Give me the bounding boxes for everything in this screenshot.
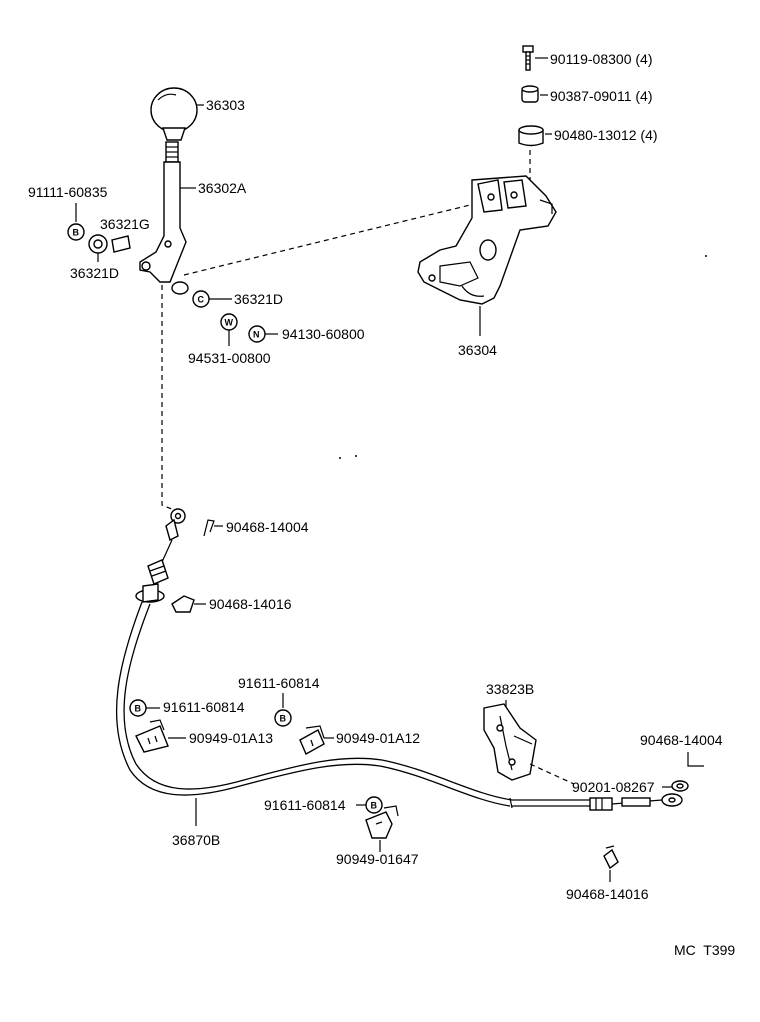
bolt-90119 xyxy=(522,45,534,71)
label-91111-60835: 91111-60835 xyxy=(28,184,108,200)
label-90468-14004-top: 90468-14004 xyxy=(226,519,309,535)
bolt-symbol-icon: B xyxy=(67,223,85,241)
svg-text:B: B xyxy=(280,714,287,724)
bolt-symbol-icon: B xyxy=(274,709,292,727)
label-36321D-left: 36321D xyxy=(70,265,119,281)
bushing-part-left xyxy=(88,234,108,254)
label-91611-60814-bottom: 91611-60814 xyxy=(264,797,346,813)
label-90949-01647: 90949-01647 xyxy=(336,851,419,867)
bolt-symbol-icon: B xyxy=(365,796,383,814)
washer-90201 xyxy=(671,780,689,792)
label-36321G: 36321G xyxy=(100,216,150,232)
cushion-90480 xyxy=(518,125,544,147)
label-36302A: 36302A xyxy=(198,180,247,196)
shift-knob xyxy=(150,87,198,141)
svg-text:B: B xyxy=(73,228,80,238)
shift-bracket xyxy=(417,175,557,305)
cable-upper-end xyxy=(135,508,186,603)
label-36321D-right: 36321D xyxy=(234,291,283,307)
label-33823B: 33823B xyxy=(486,681,534,697)
label-90949-01A12: 90949-01A12 xyxy=(336,730,420,746)
label-36303: 36303 xyxy=(206,97,245,113)
label-36870B: 36870B xyxy=(172,832,220,848)
clip-90468-14016-bottom xyxy=(603,845,619,870)
label-90201-08267: 90201-08267 xyxy=(572,779,655,795)
svg-text:B: B xyxy=(135,704,142,714)
svg-text:B: B xyxy=(371,801,378,811)
label-90387-09011: 90387-09011 (4) xyxy=(550,88,652,104)
cable-lower-end xyxy=(589,793,683,811)
pin-part xyxy=(111,235,131,253)
label-91611-60814-top: 91611-60814 xyxy=(238,675,320,691)
svg-text:C: C xyxy=(198,295,205,305)
shift-lever xyxy=(139,141,189,295)
clamp-90949-01A13 xyxy=(135,719,169,753)
diagram-code: MC T399 xyxy=(674,942,735,958)
clip-90468-14004-top xyxy=(203,519,215,537)
label-90468-14004-right: 90468-14004 xyxy=(640,732,723,748)
svg-text:N: N xyxy=(253,330,260,340)
nut-symbol-icon: N xyxy=(248,325,266,343)
label-90480-13012: 90480-13012 (4) xyxy=(554,127,658,143)
label-94531-00800: 94531-00800 xyxy=(188,350,271,366)
clamp-90949-01A12 xyxy=(299,725,325,755)
label-90468-14016-bottom: 90468-14016 xyxy=(566,886,649,902)
bolt-symbol-icon: B xyxy=(129,699,147,717)
label-94130-60800: 94130-60800 xyxy=(282,326,365,342)
label-90119-08300: 90119-08300 (4) xyxy=(550,51,652,67)
clip-90468-14004-right xyxy=(687,752,704,767)
label-90949-01A13: 90949-01A13 xyxy=(189,730,273,746)
clamp-90949-01647 xyxy=(365,805,399,839)
clip-symbol-icon: C xyxy=(192,290,210,308)
label-90468-14016-top: 90468-14016 xyxy=(209,596,292,612)
label-36304: 36304 xyxy=(458,342,497,358)
bracket-33823B xyxy=(483,703,537,781)
collar-90387 xyxy=(521,85,539,103)
svg-text:W: W xyxy=(225,318,234,328)
label-91611-60814-left: 91611-60814 xyxy=(163,699,245,715)
clip-90468-14016-top xyxy=(171,595,195,613)
washer-symbol-icon: W xyxy=(220,313,238,331)
